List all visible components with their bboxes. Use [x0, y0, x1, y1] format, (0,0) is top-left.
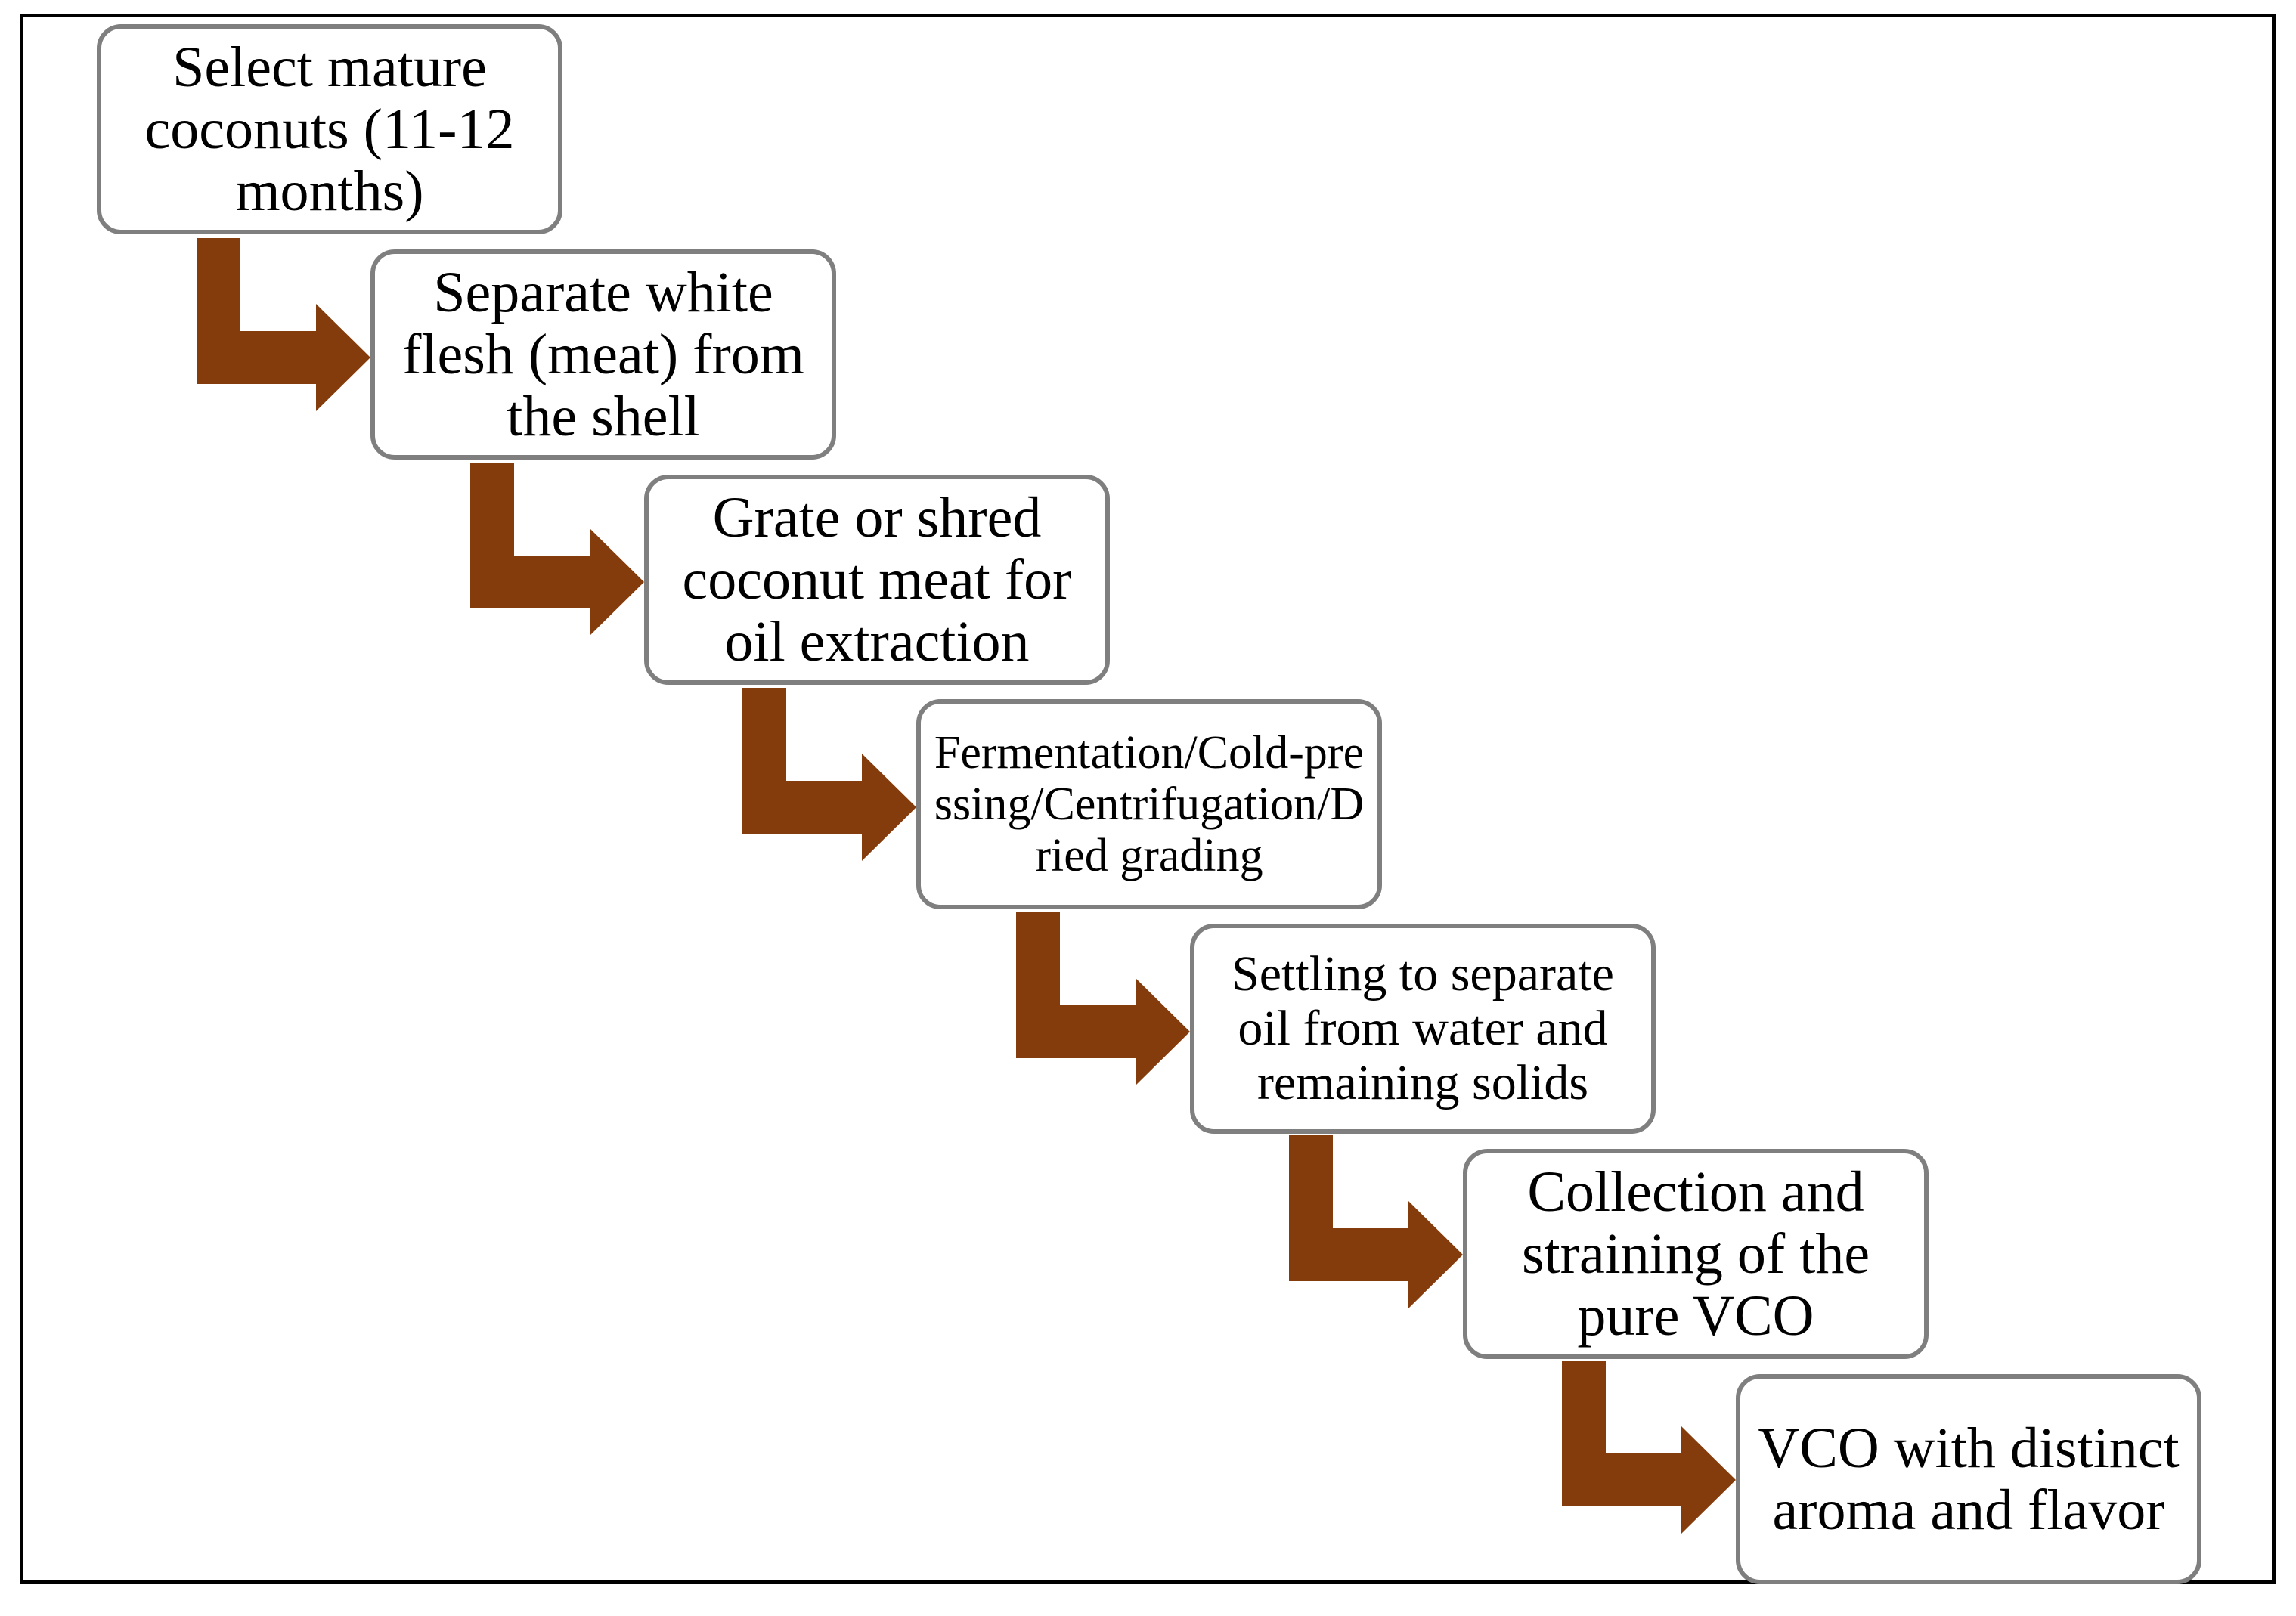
step-box-5: Settling to separate oil from water and … [1190, 924, 1656, 1134]
elbow-arrow-3 [742, 688, 916, 861]
step-box-4: Fermentation/Cold-pressing/Centrifugatio… [916, 699, 1382, 909]
step-label-7: VCO with distinct aroma and flavor [1758, 1416, 2180, 1542]
step-label-2: Separate white flesh (meat) from the she… [402, 261, 804, 448]
elbow-arrow-6 [1562, 1361, 1736, 1534]
elbow-arrow-2 [470, 463, 644, 636]
step-label-6: Collection and straining of the pure VCO [1521, 1160, 1870, 1348]
elbow-arrow-1 [197, 238, 370, 411]
elbow-arrow-4 [1016, 912, 1190, 1085]
step-box-2: Separate white flesh (meat) from the she… [370, 249, 836, 460]
step-box-3: Grate or shred coconut meat for oil extr… [644, 475, 1110, 685]
step-box-7: VCO with distinct aroma and flavor [1736, 1374, 2201, 1584]
step-label-3: Grate or shred coconut meat for oil extr… [682, 486, 1072, 673]
step-label-5: Settling to separate oil from water and … [1232, 946, 1614, 1110]
step-box-1: Select mature coconuts (11-12 months) [97, 24, 562, 234]
step-box-6: Collection and straining of the pure VCO [1463, 1149, 1929, 1359]
step-label-4: Fermentation/Cold-pressing/Centrifugatio… [934, 727, 1365, 881]
elbow-arrow-5 [1289, 1135, 1463, 1308]
step-label-1: Select mature coconuts (11-12 months) [144, 36, 515, 223]
